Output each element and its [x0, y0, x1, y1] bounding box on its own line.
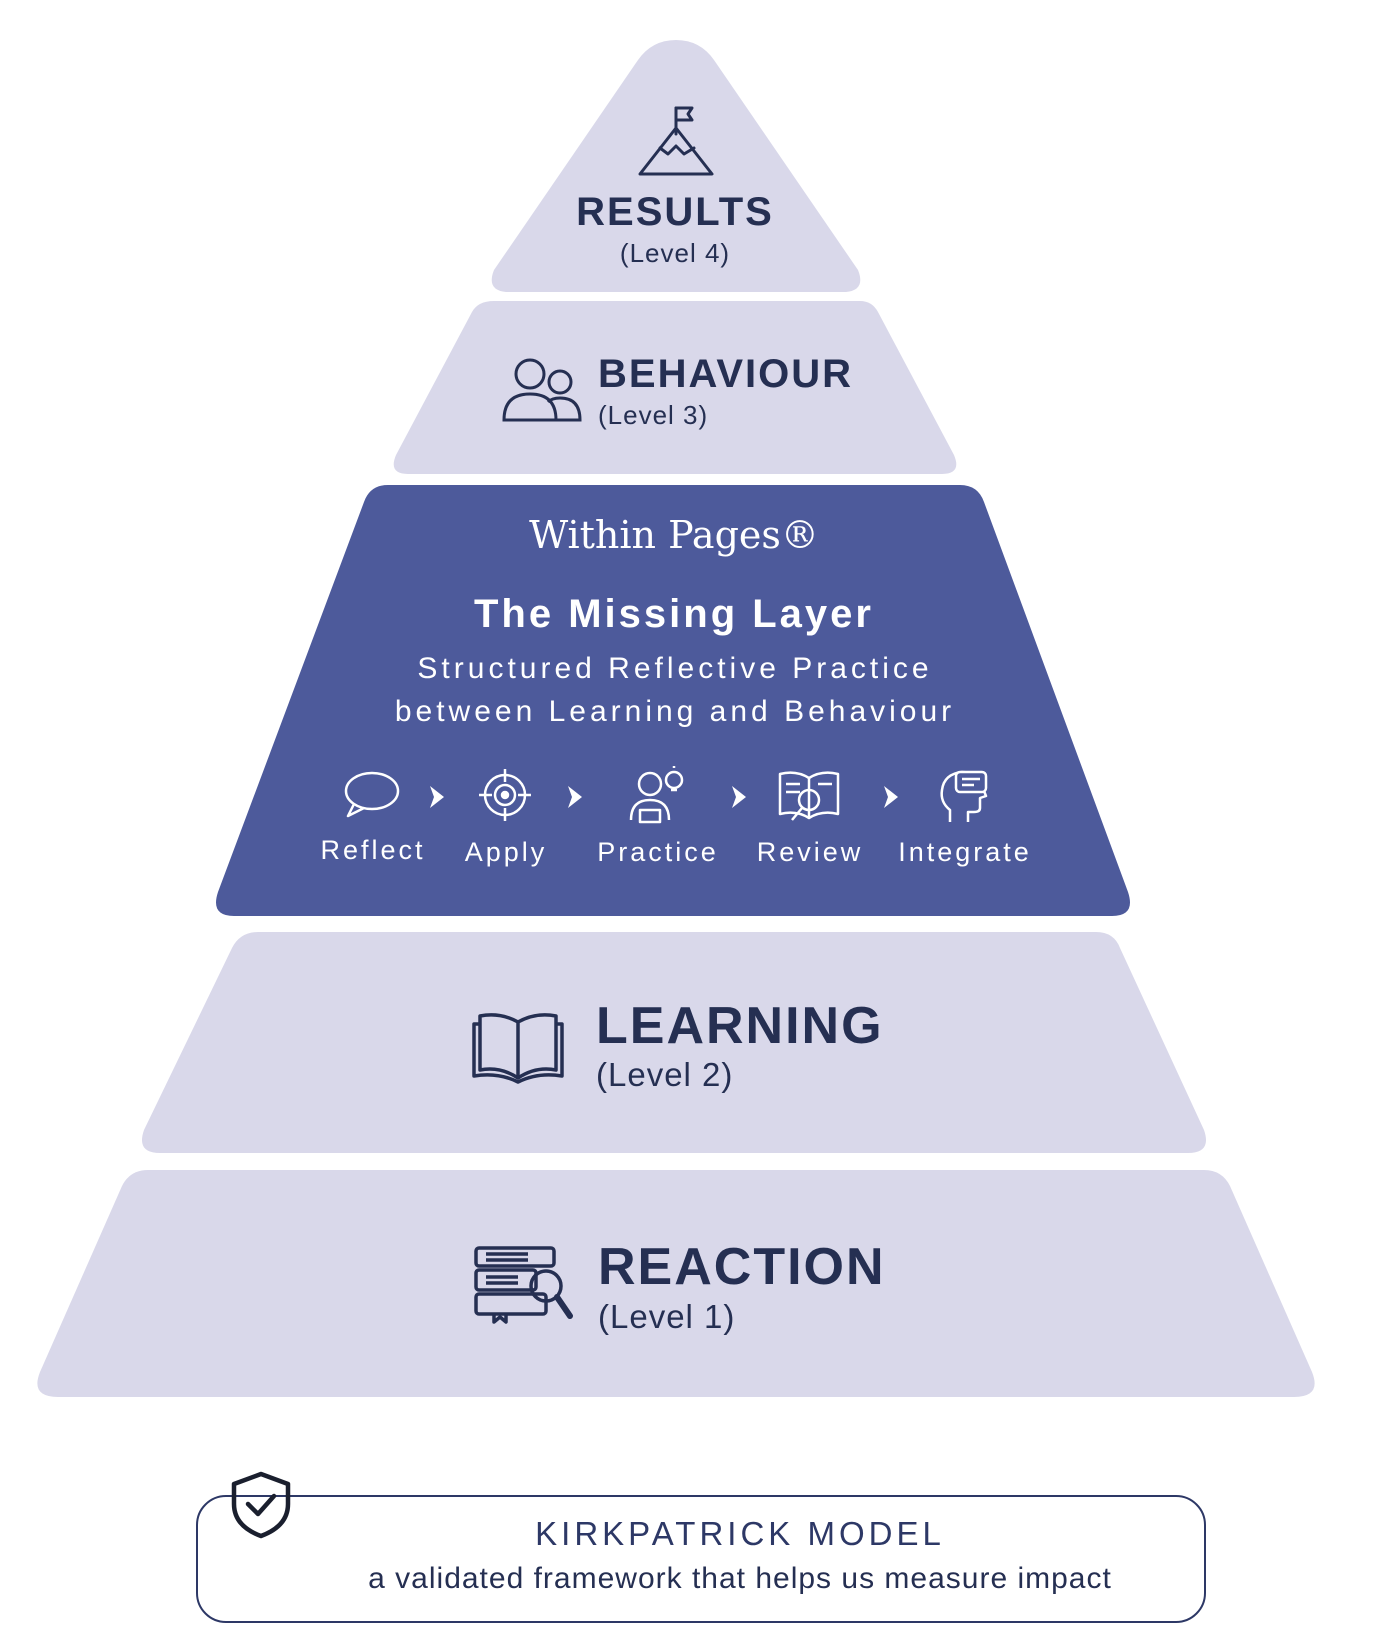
chevron-right-icon	[730, 784, 748, 810]
tier-reaction-shape	[37, 1170, 1315, 1397]
missing-layer-subtitle-1: Structured Reflective Practice	[417, 652, 933, 685]
chevron-right-icon	[566, 784, 584, 810]
mountain-flag-icon	[638, 104, 714, 176]
learning-title: LEARNING	[596, 997, 884, 1055]
step-label-apply: Apply	[464, 837, 548, 867]
book-magnifier-icon	[776, 768, 842, 824]
footer-subtitle: a validated framework that helps us meas…	[368, 1562, 1112, 1595]
behaviour-title: BEHAVIOUR	[598, 352, 854, 396]
kirkpatrick-model-card	[196, 1495, 1206, 1623]
shield-check-icon	[230, 1470, 292, 1540]
learning-level: (Level 2)	[596, 1056, 734, 1093]
people-icon	[502, 356, 582, 422]
head-chat-icon	[938, 768, 990, 824]
footer-title: KIRKPATRICK MODEL	[535, 1515, 945, 1552]
missing-layer-subtitle-2: between Learning and Behaviour	[394, 695, 956, 728]
person-idea-icon	[628, 766, 688, 824]
target-icon	[478, 768, 532, 822]
reaction-level: (Level 1)	[598, 1298, 736, 1335]
tier-learning-shape	[142, 932, 1206, 1153]
missing-layer-title: The Missing Layer	[474, 592, 874, 636]
results-level: (Level 4)	[619, 238, 731, 268]
step-label-practice: Practice	[597, 837, 719, 867]
speech-bubble-icon	[342, 770, 400, 820]
books-search-icon	[472, 1244, 576, 1324]
behaviour-level: (Level 3)	[598, 400, 709, 430]
reaction-title: REACTION	[598, 1238, 886, 1296]
step-label-review: Review	[756, 837, 864, 867]
tier-behaviour-shape	[393, 301, 957, 474]
step-label-integrate: Integrate	[898, 837, 1032, 867]
open-book-icon	[470, 1008, 566, 1084]
step-label-reflect: Reflect	[320, 835, 426, 865]
brand-name: Within Pages®	[529, 513, 819, 557]
chevron-right-icon	[882, 784, 900, 810]
results-title: RESULTS	[576, 190, 774, 234]
tier-results-shape	[491, 40, 861, 292]
chevron-right-icon	[428, 784, 446, 810]
tier-missing-layer-shape	[216, 485, 1130, 916]
